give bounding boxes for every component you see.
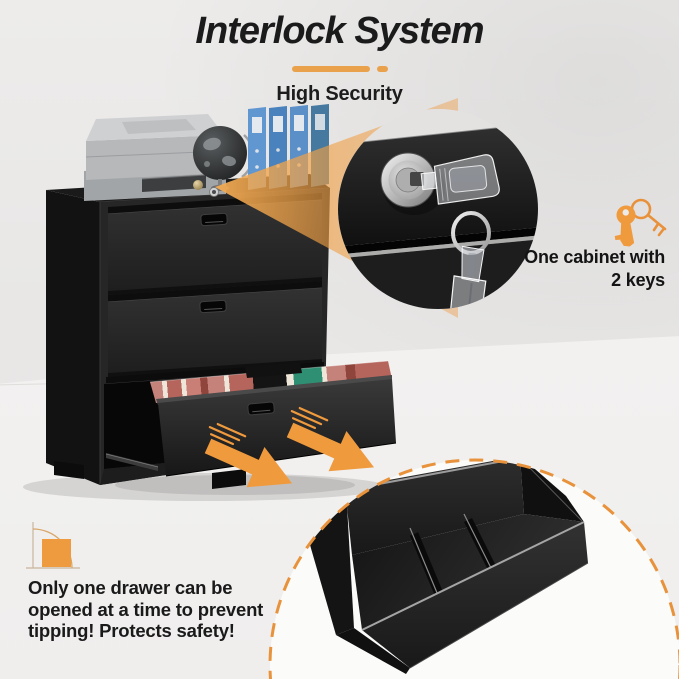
drawer-front-wall [362, 522, 588, 668]
subtitle: High Security [276, 83, 403, 105]
cabinet-foot [212, 469, 246, 489]
safety-note: Only one drawer can be opened at a time … [28, 577, 338, 642]
drawer-2 [108, 288, 322, 373]
outline-key [630, 198, 667, 237]
brass-ball [193, 180, 203, 190]
lock-cylinder [380, 152, 436, 208]
arrow-left [204, 422, 293, 488]
file-rail [245, 362, 302, 378]
keys-callout: One cabinet with 2 keys [455, 246, 665, 292]
safety-note-line1: Only one drawer can be [28, 577, 233, 598]
drawer-1 [108, 200, 322, 291]
desk-globe [193, 126, 255, 191]
hanging-files [150, 361, 392, 403]
lock-closeup-circle [338, 109, 538, 309]
cabinet-lock [209, 187, 219, 197]
two-keys-icon [614, 198, 667, 247]
divider-dash [376, 66, 388, 72]
keys-callout-line2: 2 keys [611, 270, 665, 290]
safety-note-line2: opened at a time to prevent [28, 598, 264, 620]
drawer-interior [307, 460, 589, 674]
printer [84, 114, 226, 201]
drawer-1-handle [200, 212, 228, 227]
dashed-circle-border [268, 458, 679, 679]
inserted-key [420, 154, 500, 205]
orange-square [42, 539, 71, 567]
pull-direction-arrows [204, 406, 375, 488]
page-title: Interlock System [195, 10, 484, 52]
filled-key [614, 205, 636, 247]
lock-closeup [338, 109, 538, 309]
cabinet-foot [54, 461, 84, 479]
keys-callout-line1: One cabinet with [524, 247, 665, 267]
arrow-right [286, 406, 375, 472]
safety-note-line3: tipping! Protects safety! [28, 620, 235, 641]
drawer-2-handle [199, 299, 227, 314]
title-divider [0, 66, 679, 72]
quarter-arc-square-icon [26, 522, 80, 569]
divider-bar [291, 66, 370, 72]
open-drawer-handle [247, 401, 275, 416]
drawer-interior-closeup-circle [268, 458, 679, 679]
